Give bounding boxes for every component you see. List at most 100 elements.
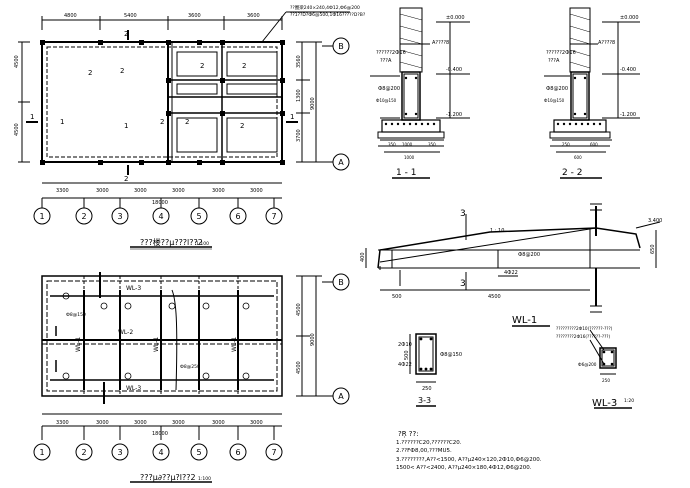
sec2-note-b: ???A <box>548 58 560 64</box>
sec1-elev-2: -1.200 <box>446 112 462 118</box>
plan1-left-dim-1: 4500 <box>14 55 20 68</box>
plan1-title-scale: 1:100 <box>196 241 209 247</box>
sec1-note-b: ???A <box>380 58 392 64</box>
wl1-sec-mark-bottom: 3 <box>460 279 466 289</box>
plan1-axis-6: 6 <box>235 212 240 221</box>
plan2-axis-4: 4 <box>158 448 163 457</box>
section-wl3 <box>589 329 632 409</box>
svg-text:2: 2 <box>185 118 189 126</box>
svg-text:1: 1 <box>124 122 128 130</box>
wl1-rebar2: Ф8@200 <box>518 252 540 258</box>
plan-ground-floor <box>18 11 350 250</box>
plan1-axis-4: 4 <box>158 212 163 221</box>
plan1-dim-bottom-4: 3000 <box>172 188 185 194</box>
wl1-slope: 1 : 10 <box>490 228 504 234</box>
plan1-axis-B: B <box>338 42 344 51</box>
plan1-dim-top-1: 4800 <box>64 13 77 19</box>
sec2-note-c: A????8 <box>598 40 615 46</box>
notes-title: ?Ŗ ??: <box>398 430 419 439</box>
section-wl3-dots <box>602 350 614 366</box>
plan2-axis-1: 1 <box>39 448 44 457</box>
plan2-axis-B: B <box>338 278 344 287</box>
wl1-dim-2: 4500 <box>488 294 501 300</box>
plan2-small-circles <box>62 292 250 380</box>
plan1-axis-5: 5 <box>196 212 201 221</box>
sec1-title: 1 - 1 <box>396 168 416 178</box>
sec2-rebar2: Ф10@150 <box>544 98 565 103</box>
plan2-dim-bottom-6: 3000 <box>250 420 263 426</box>
svg-text:2: 2 <box>240 122 244 130</box>
svg-text:2: 2 <box>120 67 124 75</box>
notes-line-3: 3.????????,A??<1500, A??µ240×120,2Ф10,Ф6… <box>396 457 542 463</box>
notes-line-2: 2.??FФ8,00,???MU5. <box>396 448 452 454</box>
wl1-h2: 650 <box>650 244 656 254</box>
plan2-axis-6: 6 <box>235 448 240 457</box>
plan1-dim-top-2: 5400 <box>124 13 137 19</box>
plan1-dim-top-3: 3600 <box>188 13 201 19</box>
plan2-title-scale: 1:100 <box>198 476 211 482</box>
s33-w: 250 <box>422 386 432 392</box>
notes-line-1: 1.??????C20,??????C20. <box>396 440 462 446</box>
wl1-sec-mark-top: 3 <box>460 209 466 219</box>
plan2-wl1-a: WL-1 <box>75 337 82 352</box>
plan2-axis-A: A <box>338 392 344 401</box>
plan1-axis-1: 1 <box>39 212 44 221</box>
wl1-dim-1: 500 <box>392 294 402 300</box>
plan1-leader-note-2: ??1??D?Ф6@500,1Ф16?????D?B? <box>290 12 366 18</box>
section-3-3 <box>409 333 437 407</box>
section-2-2 <box>544 7 640 179</box>
plan1-dim-top-4: 3600 <box>247 13 260 19</box>
plan1-right-dim-3: 3700 <box>296 129 302 142</box>
s33-title: 3-3 <box>418 396 431 405</box>
s33-r3: 4Ф22 <box>398 362 412 368</box>
plan2-dim-bottom-5: 3000 <box>212 420 225 426</box>
svg-text:1: 1 <box>30 113 34 121</box>
wl1-title: WL-1 <box>512 315 537 326</box>
sec1-dim-2: 1000 <box>402 142 413 147</box>
wl3-note-1: ?????????2Ф10(??????-???) <box>556 326 613 331</box>
plan1-axis-7: 7 <box>271 212 276 221</box>
s33-r2: Ф8@150 <box>440 352 462 358</box>
plan1-leader-note-1: ??圈梁240×240,4Ф12,Ф6@200 <box>290 4 360 11</box>
wl1-elev: 3.400 <box>648 218 662 224</box>
plan2-wl3-bottom: WL-3 <box>126 385 141 392</box>
plan1-right-dim-total: 9000 <box>310 97 316 110</box>
svg-text:1: 1 <box>60 118 64 126</box>
plan1-dim-bottom-2: 3000 <box>96 188 109 194</box>
svg-text:2: 2 <box>242 62 246 70</box>
plan1-axis-A: A <box>338 158 344 167</box>
plan2-rebar2-label: Ф8@250 <box>180 364 200 370</box>
sec2-dim-1: 250 <box>562 142 570 147</box>
sec1-dim-3: 350 <box>428 142 436 147</box>
plan2-dim-total: 18000 <box>152 431 168 437</box>
svg-text:2: 2 <box>124 175 128 183</box>
sec2-note-a: ??????2Ф16 <box>546 50 576 56</box>
plan2-wl1-c: WL-1 <box>231 337 238 352</box>
plan1-left-dim-2: 4500 <box>14 123 20 136</box>
plan2-right-dim-total: 9000 <box>310 333 316 346</box>
wl3-w: 250 <box>602 378 610 383</box>
plan1-dim-total: 18000 <box>152 200 168 206</box>
sec1-width: 1000 <box>404 155 415 160</box>
plan-roof-structure <box>41 272 334 483</box>
plan2-axis-2: 2 <box>81 448 86 457</box>
plan1-axis-2: 2 <box>81 212 86 221</box>
plan1-right-dim-2: 1300 <box>296 89 302 102</box>
plan2-dim-bottom-3: 3000 <box>134 420 147 426</box>
sec1-elev-0: ±0.000 <box>446 15 465 21</box>
sec1-elev-1: -0.400 <box>446 67 462 73</box>
plan2-wl3-top: WL-3 <box>126 285 141 292</box>
section-1-1 <box>370 7 470 179</box>
plan2-rebar-label: Ф8@150 <box>66 312 86 318</box>
plan2-title: ???µ∂??µ?l??2 <box>140 473 196 482</box>
beam-wl1-elevation <box>365 203 661 327</box>
sec1-dim-1: 350 <box>388 142 396 147</box>
plan2-dim-bottom-4: 3000 <box>172 420 185 426</box>
section-2-2-dots <box>556 76 602 126</box>
wl3-note-2: ????????2Ф16(??????-???) <box>556 334 611 339</box>
wl3-title: WL-3 <box>592 398 617 409</box>
axis-bubbles-plan1 <box>33 37 350 225</box>
notes-line-4: 1500< A??<2400, A??µ240×180,4Ф12,Ф6@200. <box>396 465 532 471</box>
sec1-rebar: Ф8@200 <box>378 86 400 92</box>
